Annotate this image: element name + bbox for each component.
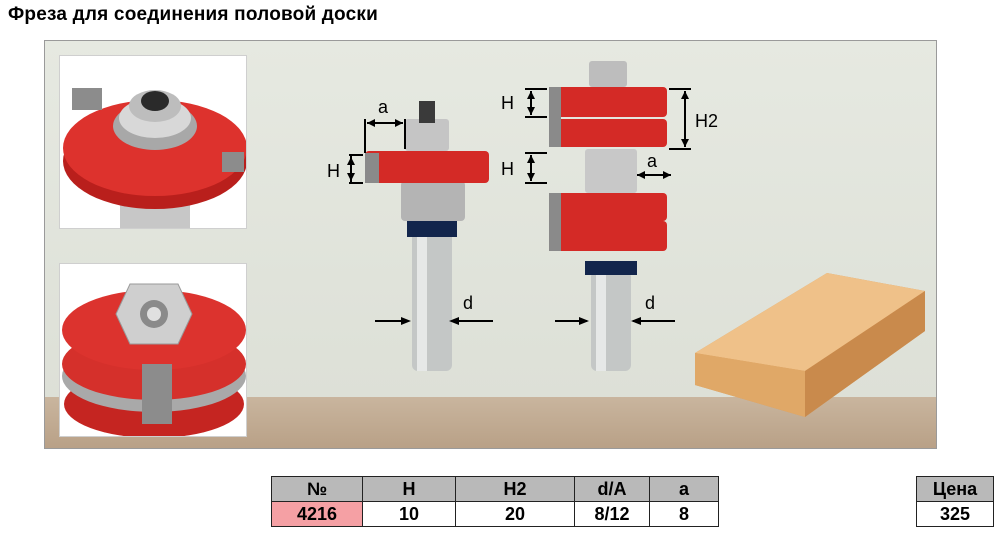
price-table: Цена 325 — [916, 476, 994, 527]
spec-header-a: a — [649, 476, 719, 502]
price-value: 325 — [916, 501, 994, 527]
price-header: Цена — [916, 476, 994, 502]
label-h2: H2 — [695, 111, 718, 131]
spec-value-h: 10 — [362, 501, 456, 527]
label-h-right-top: H — [501, 93, 514, 113]
single-cutter-illustration — [60, 56, 246, 228]
label-a-right: a — [647, 151, 658, 171]
spec-value-d-a: 8/12 — [574, 501, 650, 527]
spec-value-a: 8 — [649, 501, 719, 527]
single-cutter-drawing — [365, 101, 489, 371]
dimension-arrows — [347, 91, 689, 325]
double-cutter-drawing — [549, 61, 667, 371]
double-cutter-illustration — [60, 264, 246, 436]
label-a-left: a — [378, 97, 389, 117]
label-h-left: H — [327, 161, 340, 181]
photo-single-cutter — [59, 55, 247, 229]
photo-double-cutter — [59, 263, 247, 437]
spec-header-number: № — [271, 476, 363, 502]
cutter-dimension-diagram: a H d H H H2 a d — [327, 61, 925, 417]
spec-header-h: H — [362, 476, 456, 502]
label-h-right-bottom: H — [501, 159, 514, 179]
spec-value-number: 4216 — [271, 501, 363, 527]
spec-header-h2: H2 — [455, 476, 575, 502]
floor-board-drawing — [695, 273, 925, 417]
label-d-left: d — [463, 293, 473, 313]
label-d-right: d — [645, 293, 655, 313]
page-title: Фреза для соединения половой доски — [8, 4, 378, 25]
spec-table: № H H2 d/A a 4216 10 20 8/12 8 — [271, 476, 719, 527]
spec-header-d-a: d/A — [574, 476, 650, 502]
spec-value-h2: 20 — [455, 501, 575, 527]
product-image-panel: a H d H H H2 a d — [44, 40, 937, 449]
